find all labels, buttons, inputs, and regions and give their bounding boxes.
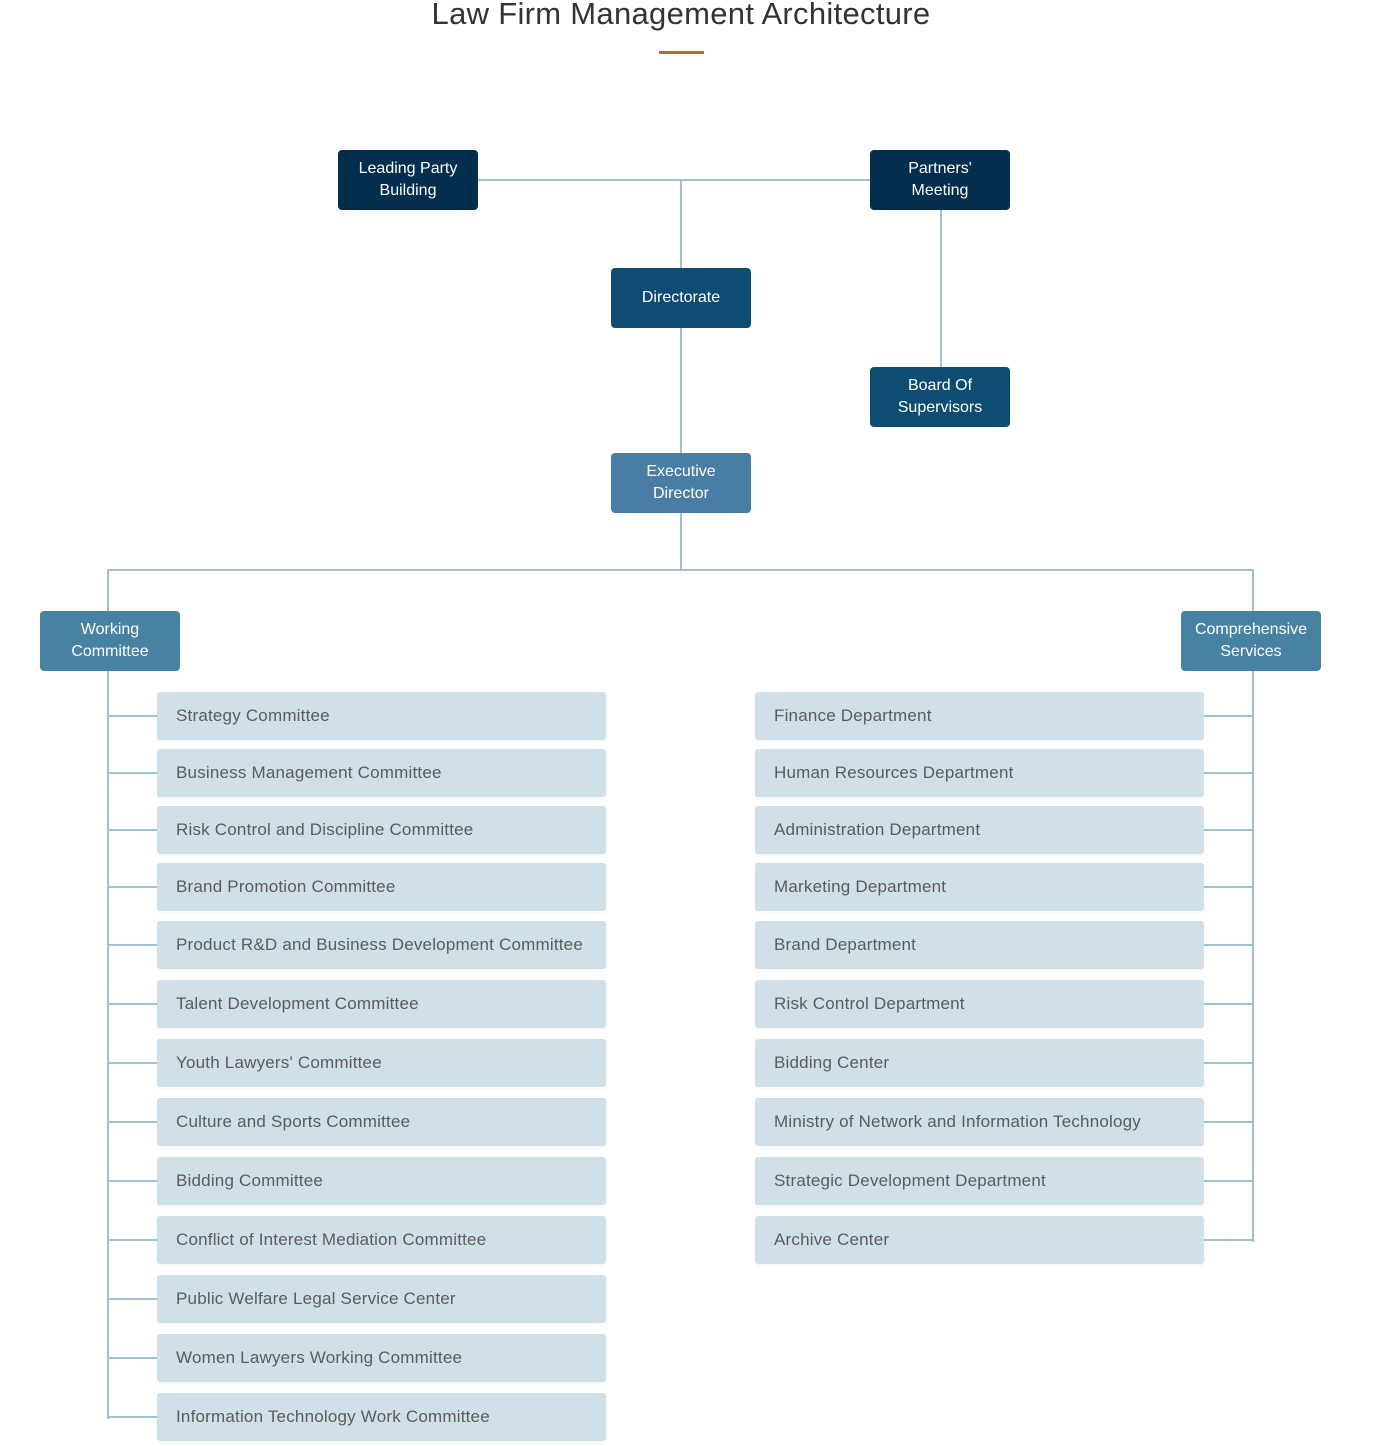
service-department-connector (1204, 772, 1254, 774)
working-committee-connector (107, 772, 157, 774)
page-title: Law Firm Management Architecture (431, 0, 931, 31)
working-committee-item: Risk Control and Discipline Committee (157, 806, 606, 854)
connector-top (478, 179, 870, 181)
connector-to-directorate (680, 180, 682, 268)
service-department-connector (1204, 1239, 1254, 1241)
working-committee-item: Strategy Committee (157, 692, 606, 740)
service-department-item-label: Bidding Center (774, 1053, 890, 1072)
working-committee-connector (107, 1003, 157, 1005)
service-department-item-label: Risk Control Department (774, 994, 965, 1013)
working-committee-item: Talent Development Committee (157, 980, 606, 1028)
working-committee-item: Brand Promotion Committee (157, 863, 606, 911)
working-committee-item-label: Information Technology Work Committee (176, 1407, 490, 1426)
node-label: Executive Director (646, 463, 716, 502)
working-committee-connector (107, 886, 157, 888)
service-department-item-label: Administration Department (774, 820, 981, 839)
working-committee-item: Youth Lawyers' Committee (157, 1039, 606, 1087)
service-department-item-label: Marketing Department (774, 877, 947, 896)
working-committee-item-label: Public Welfare Legal Service Center (176, 1289, 456, 1308)
working-committee-item: Information Technology Work Committee (157, 1393, 606, 1441)
working-committee-connector (107, 1298, 157, 1300)
working-committee-connector (107, 1357, 157, 1359)
service-department-item: Strategic Development Department (755, 1157, 1204, 1205)
working-committee-connector (107, 715, 157, 717)
service-department-item-label: Archive Center (774, 1230, 890, 1249)
working-committee-item: Women Lawyers Working Committee (157, 1334, 606, 1382)
working-committee-item-label: Women Lawyers Working Committee (176, 1348, 463, 1367)
working-committee-item-label: Talent Development Committee (176, 994, 419, 1013)
working-committee-item-label: Bidding Committee (176, 1171, 324, 1190)
connector-to-executive (680, 328, 682, 453)
service-department-item-label: Strategic Development Department (774, 1171, 1046, 1190)
working-committee-connector (107, 1239, 157, 1241)
working-committee-connector (107, 1180, 157, 1182)
working-committee-item-label: Risk Control and Discipline Committee (176, 820, 474, 839)
working-committee-item: Bidding Committee (157, 1157, 606, 1205)
working-committee-item: Culture and Sports Committee (157, 1098, 606, 1146)
working-spine (107, 671, 109, 1419)
node-label: Comprehensive Services (1194, 621, 1308, 660)
connector-executive-down (680, 513, 682, 570)
working-committee-item-label: Culture and Sports Committee (176, 1112, 411, 1131)
working-committee-item: Business Management Committee (157, 749, 606, 797)
working-committee-item: Product R&D and Business Development Com… (157, 921, 606, 969)
service-department-item: Marketing Department (755, 863, 1204, 911)
node-label: Directorate (641, 289, 721, 306)
working-committee-connector (107, 1121, 157, 1123)
service-department-item: Finance Department (755, 692, 1204, 740)
working-committee-item: Public Welfare Legal Service Center (157, 1275, 606, 1323)
service-department-connector (1204, 1121, 1254, 1123)
service-department-connector (1204, 715, 1254, 717)
service-department-item-label: Human Resources Department (774, 763, 1014, 782)
working-committee-connector (107, 1416, 157, 1418)
working-committee-item: Conflict of Interest Mediation Committee (157, 1216, 606, 1264)
service-department-item-label: Ministry of Network and Information Tech… (774, 1112, 1141, 1131)
service-department-item: Archive Center (755, 1216, 1204, 1264)
working-committee-item-label: Youth Lawyers' Committee (176, 1053, 382, 1072)
working-committee-connector (107, 944, 157, 946)
connector-to-working (107, 569, 109, 611)
services-spine (1252, 671, 1254, 1242)
service-department-item-label: Brand Department (774, 935, 917, 954)
service-department-connector (1204, 1003, 1254, 1005)
title-underline (659, 51, 704, 54)
working-committee-item-label: Conflict of Interest Mediation Committee (176, 1230, 487, 1249)
node-board-of-supervisors: Board Of Supervisors (870, 367, 1010, 427)
node-working-committee: Working Committee (40, 611, 180, 671)
working-committee-connector (107, 829, 157, 831)
node-partners-meeting: Partners' Meeting (870, 150, 1010, 210)
service-department-connector (1204, 944, 1254, 946)
working-committee-item-label: Product R&D and Business Development Com… (176, 935, 583, 954)
service-department-connector (1204, 829, 1254, 831)
connector-to-services (1252, 569, 1254, 611)
connector-to-board (940, 210, 942, 367)
service-department-item: Administration Department (755, 806, 1204, 854)
service-department-item: Ministry of Network and Information Tech… (755, 1098, 1204, 1146)
service-department-item: Risk Control Department (755, 980, 1204, 1028)
service-department-connector (1204, 1062, 1254, 1064)
service-department-item: Brand Department (755, 921, 1204, 969)
service-department-item: Bidding Center (755, 1039, 1204, 1087)
service-department-connector (1204, 1180, 1254, 1182)
working-committee-item-label: Brand Promotion Committee (176, 877, 396, 896)
service-department-connector (1204, 886, 1254, 888)
working-committee-item-label: Business Management Committee (176, 763, 442, 782)
service-department-item-label: Finance Department (774, 706, 932, 725)
node-label: Partners' Meeting (908, 160, 972, 199)
node-leading-party-building: Leading Party Building (338, 150, 478, 210)
node-label: Working Committee (71, 621, 149, 660)
working-committee-connector (107, 1062, 157, 1064)
node-label: Leading Party Building (358, 160, 458, 199)
node-comprehensive-services: Comprehensive Services (1181, 611, 1321, 671)
node-directorate: Directorate (611, 268, 751, 328)
service-department-item: Human Resources Department (755, 749, 1204, 797)
node-label: Board Of Supervisors (897, 377, 983, 416)
working-committee-item-label: Strategy Committee (176, 706, 330, 725)
node-executive-director: Executive Director (611, 453, 751, 513)
connector-branch (107, 569, 1254, 571)
